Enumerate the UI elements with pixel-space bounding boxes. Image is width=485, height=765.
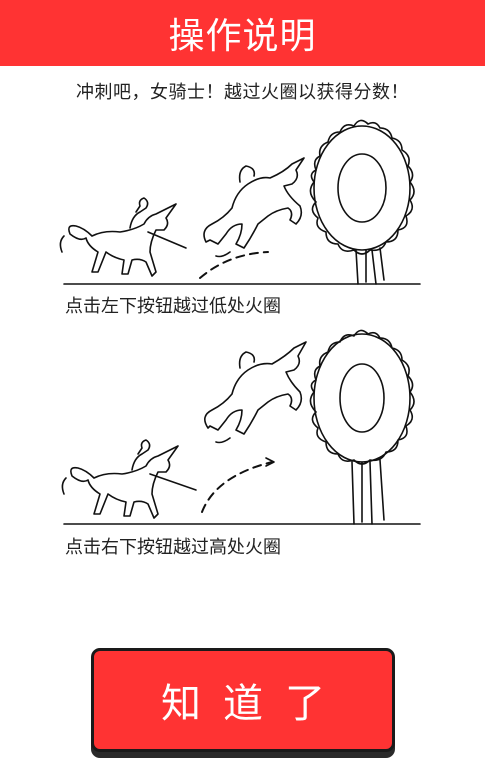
flame-ring-low xyxy=(309,119,415,285)
title-bar: 操作说明 xyxy=(0,0,485,66)
got-it-button-label: 知道了 xyxy=(161,681,347,727)
jump-trajectory xyxy=(201,461,273,513)
low-ring-illustration xyxy=(0,112,485,292)
instruction-caption-low: 点击左下按钮越过低处火圈 xyxy=(65,296,281,317)
unicorn-knight-high-jump xyxy=(204,341,307,444)
instruction-caption-high: 点击右下按钮越过高处火圈 xyxy=(65,537,281,558)
got-it-button[interactable]: 知道了 xyxy=(91,648,395,752)
unicorn-knight-running xyxy=(61,439,197,519)
high-ring-illustration xyxy=(0,316,485,530)
intro-text: 冲刺吧，女骑士！越过火圈以获得分数！ xyxy=(76,82,409,103)
unicorn-knight-jumping xyxy=(203,157,305,258)
flame-ring-high xyxy=(309,329,415,525)
jump-trajectory xyxy=(199,251,269,279)
page-title: 操作说明 xyxy=(168,16,317,57)
unicorn-knight-running xyxy=(59,197,187,277)
